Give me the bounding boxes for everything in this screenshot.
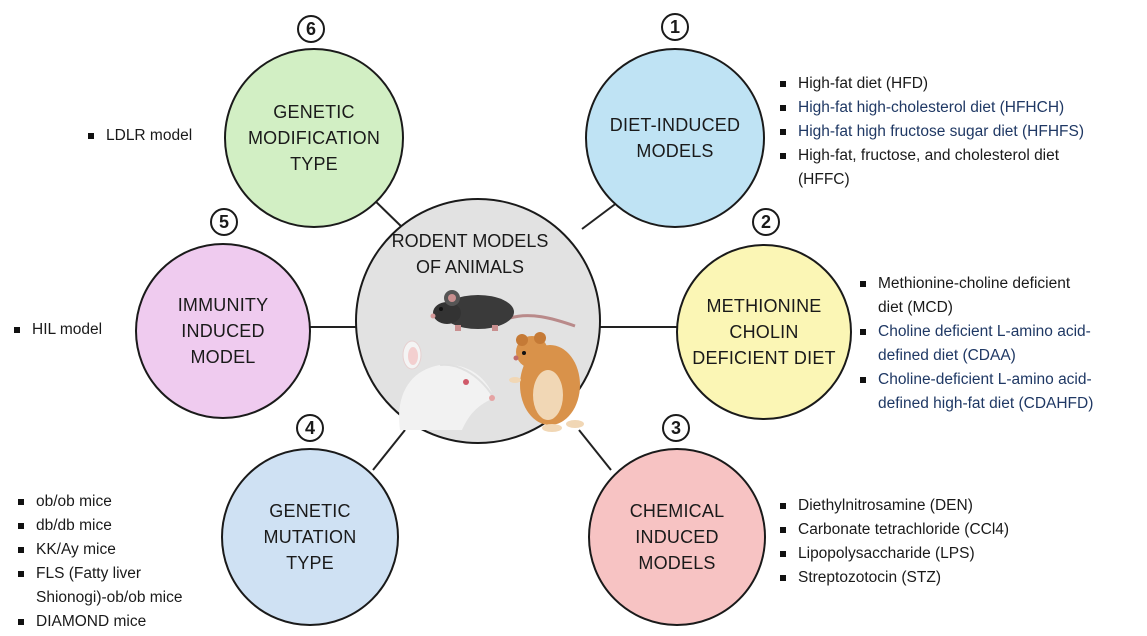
- list-diet-continuation: (HFFC): [798, 171, 850, 188]
- list-item: Streptozotocin (STZ): [780, 566, 1080, 590]
- list-methionine-3: Choline-deficient L-amino acid-: [860, 368, 1145, 392]
- node-2-line-1: METHIONINE: [706, 296, 822, 316]
- node-2-line-3: DEFICIENT DIET: [692, 348, 836, 368]
- list-methionine-cont-3: defined high-fat diet (CDAHFD): [878, 395, 1094, 412]
- number-badge-5: 5: [210, 208, 238, 236]
- center-title-line2: OF ANIMALS: [415, 257, 525, 277]
- list-genetic-mutation: ob/ob mice db/db mice KK/Ay mice FLS (Fa…: [18, 490, 248, 586]
- list-diet-induced: High-fat diet (HFD) High-fat high-choles…: [780, 72, 1140, 168]
- list-item: FLS (Fatty liver: [18, 562, 248, 586]
- list-item: Lipopolysaccharide (LPS): [780, 542, 1080, 566]
- node-3-line-2: INDUCED: [635, 527, 719, 547]
- list-immunity: HIL model: [14, 318, 134, 342]
- number-badge-6: 6: [297, 15, 325, 43]
- list-item: LDLR model: [88, 124, 228, 148]
- list-methionine: Methionine-choline deficient: [860, 272, 1145, 296]
- node-3-line-3: MODELS: [638, 553, 716, 573]
- node-1-line-2: MODELS: [636, 141, 714, 161]
- node-4-line-2: MUTATION: [263, 527, 357, 547]
- list-item: db/db mice: [18, 514, 248, 538]
- list-item: High-fat, fructose, and cholesterol diet: [780, 144, 1140, 168]
- list-methionine-cont-1: diet (MCD): [878, 299, 953, 316]
- list-methionine-2: Choline deficient L-amino acid-: [860, 320, 1145, 344]
- black-mouse-icon: [430, 290, 576, 331]
- list-item: KK/Ay mice: [18, 538, 248, 562]
- node-4-line-1: GENETIC: [269, 501, 351, 521]
- number-badge-4: 4: [296, 414, 324, 442]
- center-title-line1: RODENT MODELS: [391, 231, 549, 251]
- list-genetic-modification: LDLR model: [88, 124, 228, 148]
- list-item: Methionine-choline deficient: [860, 272, 1145, 296]
- node-5-line-3: MODEL: [190, 347, 256, 367]
- node-5-line-1: IMMUNITY: [177, 295, 269, 315]
- list-item: HIL model: [14, 318, 134, 342]
- node-1-line-1: DIET-INDUCED: [609, 115, 741, 135]
- white-rat-icon: [399, 340, 495, 430]
- list-item: Diethylnitrosamine (DEN): [780, 494, 1080, 518]
- node-6-line-1: GENETIC: [273, 102, 355, 122]
- list-mutation-continuation: Shionogi)-ob/ob mice: [36, 589, 183, 606]
- list-item: High-fat high fructose sugar diet (HFHFS…: [780, 120, 1140, 144]
- connector-chemical: [578, 429, 612, 471]
- number-badge-1: 1: [661, 13, 689, 41]
- node-6-line-3: TYPE: [290, 154, 338, 174]
- node-genetic-modification-type: GENETIC MODIFICATION TYPE: [224, 48, 404, 228]
- node-4-line-3: TYPE: [286, 553, 334, 573]
- list-item: DIAMOND mice: [18, 610, 248, 634]
- list-item: High-fat high-cholesterol diet (HFHCH): [780, 96, 1140, 120]
- node-2-line-2: CHOLIN: [729, 322, 799, 342]
- list-item: High-fat diet (HFD): [780, 72, 1140, 96]
- list-item: Choline deficient L-amino acid-: [860, 320, 1145, 344]
- list-item: Carbonate tetrachloride (CCl4): [780, 518, 1080, 542]
- number-badge-3: 3: [662, 414, 690, 442]
- list-chemical: Diethylnitrosamine (DEN) Carbonate tetra…: [780, 494, 1080, 590]
- list-methionine-cont-2: defined diet (CDAA): [878, 347, 1016, 364]
- node-immunity-induced-model: IMMUNITY INDUCED MODEL: [135, 243, 311, 419]
- node-chemical-induced-models: CHEMICAL INDUCED MODELS: [588, 448, 766, 626]
- node-6-line-2: MODIFICATION: [247, 128, 381, 148]
- node-5-line-2: INDUCED: [181, 321, 265, 341]
- list-genetic-mutation-2: DIAMOND mice: [18, 610, 248, 634]
- number-badge-2: 2: [752, 208, 780, 236]
- node-genetic-mutation-type: GENETIC MUTATION TYPE: [221, 448, 399, 626]
- node-diet-induced-models: DIET-INDUCED MODELS: [585, 48, 765, 228]
- node-3-line-1: CHEMICAL: [629, 501, 725, 521]
- node-methionine-cholin-deficient-diet: METHIONINE CHOLIN DEFICIENT DIET: [676, 244, 852, 420]
- center-title: RODENT MODELS OF ANIMALS: [359, 228, 581, 280]
- list-item: ob/ob mice: [18, 490, 248, 514]
- hamster-icon: [509, 332, 584, 432]
- list-item: Choline-deficient L-amino acid-: [860, 368, 1145, 392]
- connector-mutation: [372, 429, 406, 471]
